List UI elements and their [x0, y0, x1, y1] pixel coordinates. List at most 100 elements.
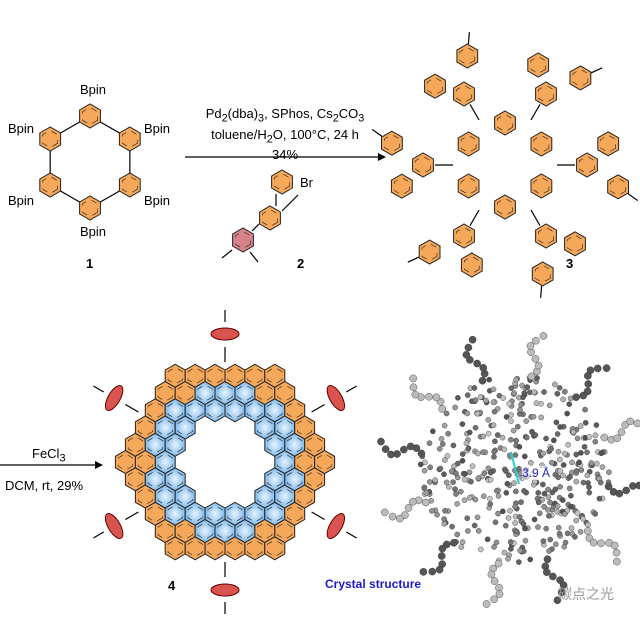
compound-2-ring [259, 205, 281, 231]
aromatic-bond [456, 227, 472, 246]
atom [453, 470, 459, 477]
side-chain-atom [482, 600, 491, 608]
aromatic-bond [42, 176, 58, 194]
aromatic-bond [267, 505, 283, 523]
bond [345, 531, 357, 539]
atom [450, 442, 457, 449]
aromatic-bond [137, 487, 153, 506]
atom [475, 475, 482, 481]
atom [585, 521, 591, 528]
atom [505, 556, 511, 562]
bond [311, 511, 325, 521]
mesityl-ring [326, 513, 346, 539]
atom [441, 471, 447, 478]
atom [567, 473, 573, 480]
atom [478, 546, 484, 553]
phenyl-ring [597, 131, 620, 157]
atom [564, 410, 570, 417]
atom [524, 384, 531, 390]
side-chain-atom [490, 577, 499, 585]
atom [458, 488, 464, 495]
aromatic-bond [267, 539, 283, 557]
atom [538, 414, 544, 421]
aromatic-bond [237, 522, 253, 540]
atom [551, 437, 557, 444]
aromatic-bond [147, 436, 163, 454]
mesityl-ring [210, 583, 240, 597]
aromatic-bond [297, 453, 313, 471]
atom [545, 486, 551, 493]
side-chain-atom [572, 393, 580, 402]
atom [443, 479, 450, 486]
side-chain-atom [468, 335, 477, 344]
side-chain-atom [404, 504, 413, 512]
atom [503, 414, 510, 420]
atom [472, 424, 479, 431]
mesityl-ring [210, 327, 240, 341]
atom [466, 429, 473, 436]
atom [582, 419, 589, 426]
compound-3-core-ring [494, 194, 516, 220]
step1-line1: Pd2(dba)3, SPhos, Cs2CO3 [205, 106, 365, 125]
atom [491, 448, 497, 455]
side-chain-atom [626, 417, 634, 426]
atom [501, 446, 508, 453]
crystal-caption: Crystal structure [325, 577, 422, 591]
atom [540, 538, 547, 544]
aromatic-bond [277, 522, 293, 540]
atom [553, 419, 560, 426]
side-chain-atom [396, 514, 404, 523]
side-chain-atom [613, 557, 621, 566]
tolyl-ring [232, 227, 254, 253]
side-chain-atom [411, 390, 420, 399]
atom [485, 430, 492, 437]
atom [561, 511, 568, 517]
atom [513, 528, 520, 535]
atom [503, 489, 510, 496]
atom [485, 465, 492, 472]
atom [573, 478, 580, 485]
atom [505, 515, 512, 521]
atom [518, 402, 524, 408]
aromatic-bond [600, 134, 617, 153]
atom [452, 404, 458, 411]
atom [522, 453, 528, 460]
aromatic-bond [157, 522, 173, 540]
br-label: Br [300, 175, 313, 190]
compound-3-arm-ring [453, 81, 475, 107]
atom [586, 484, 592, 490]
compound-3-core-ring [530, 131, 553, 157]
compound-3-arm-ring [412, 152, 434, 178]
aromatic-bond [287, 470, 303, 488]
atom [508, 436, 514, 443]
aromatic-bond [42, 130, 58, 148]
atom [501, 549, 508, 556]
atom [586, 434, 593, 440]
side-chain-atom [549, 572, 557, 581]
atom [426, 440, 433, 446]
side-chain-atom [527, 372, 536, 381]
aromatic-bond [137, 418, 153, 437]
aromatic-bond [277, 384, 293, 402]
aromatic-bond [82, 199, 98, 217]
atom [494, 432, 501, 438]
aromatic-bond [187, 367, 203, 385]
compound-1-ring [118, 126, 141, 152]
atom [553, 541, 559, 548]
atom [491, 454, 497, 460]
atom [535, 524, 541, 530]
atom [427, 479, 433, 485]
atom [543, 525, 549, 532]
step1-conditions: Pd2(dba)3, SPhos, Cs2CO3 toluene/H2O, 10… [190, 106, 380, 163]
bond [345, 385, 357, 393]
side-chain-atom [589, 538, 598, 547]
aromatic-bond [235, 231, 251, 249]
aromatic-bond [147, 401, 163, 419]
aromatic-bond [157, 384, 173, 402]
atom [557, 456, 563, 463]
compound-4-label: 4 [168, 578, 176, 593]
side-chain-atom [478, 376, 487, 385]
bond [125, 403, 139, 413]
atom [592, 438, 599, 445]
